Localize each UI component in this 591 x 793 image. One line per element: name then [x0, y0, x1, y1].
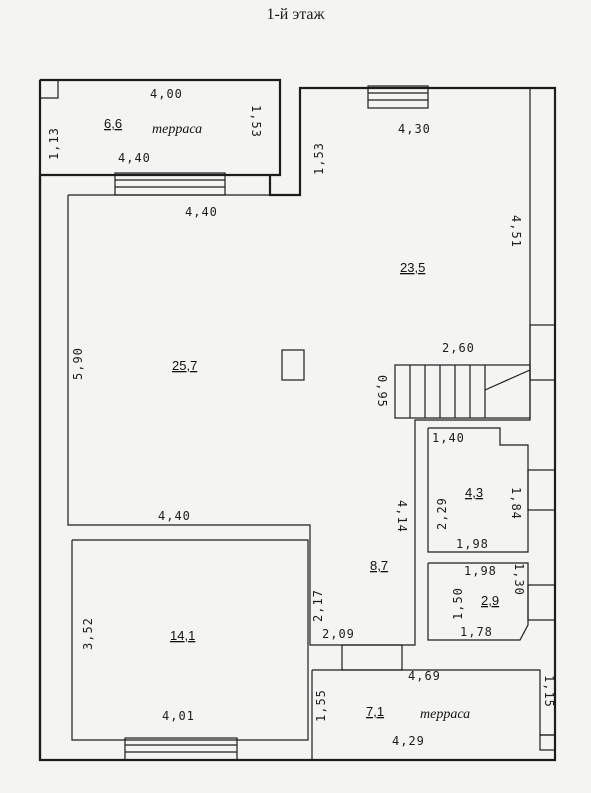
- terrace-label-top: терраса: [152, 122, 202, 137]
- dim: 2,60: [442, 341, 475, 355]
- dim: 1,55: [314, 689, 328, 722]
- dimension-labels: 4,00 1,13 1,53 4,40 4,40 1,53 4,30 4,51 …: [47, 87, 556, 748]
- dim: 4,00: [150, 87, 183, 101]
- dim: 1,98: [464, 564, 497, 578]
- area-room: 4,3: [465, 485, 483, 500]
- terrace-label-bottom: терраса: [420, 707, 470, 722]
- dim: 1,53: [249, 105, 263, 138]
- dim: 2,09: [322, 627, 355, 641]
- floor-title: 1-й этаж: [266, 6, 325, 23]
- dim: 1,13: [47, 127, 61, 160]
- area-room: 23,5: [400, 260, 425, 275]
- dim: 1,98: [456, 537, 489, 551]
- dim: 1,15: [542, 675, 556, 708]
- dim: 4,01: [162, 709, 195, 723]
- area-terrace-top: 6,6: [104, 116, 122, 131]
- area-room: 14,1: [170, 628, 195, 643]
- area-room: 2,9: [481, 593, 499, 608]
- dim: 1,50: [451, 587, 465, 620]
- room-areas: 6,6 23,5 25,7 4,3 8,7 2,9 14,1 7,1 терра…: [104, 116, 499, 722]
- dim: 4,69: [408, 669, 441, 683]
- dim: 3,52: [81, 617, 95, 650]
- dim: 2,17: [311, 589, 325, 622]
- dim: 4,40: [158, 509, 191, 523]
- dim: 1,40: [432, 431, 465, 445]
- dim: 0,95: [375, 375, 389, 408]
- dim: 4,51: [509, 215, 523, 248]
- area-room: 25,7: [172, 358, 197, 373]
- area-room: 8,7: [370, 558, 388, 573]
- dim: 1,84: [509, 487, 523, 520]
- dim: 4,14: [395, 500, 409, 533]
- windows: [114, 85, 556, 761]
- dim: 4,40: [185, 205, 218, 219]
- dim: 5,90: [71, 347, 85, 380]
- staircase: [281, 349, 531, 419]
- dim: 2,29: [435, 497, 449, 530]
- dim: 1,30: [512, 563, 526, 596]
- dim: 1,53: [312, 142, 326, 175]
- dim: 4,40: [118, 151, 151, 165]
- dim: 4,29: [392, 734, 425, 748]
- dim: 1,78: [460, 625, 493, 639]
- inner-walls: [39, 79, 556, 760]
- dim: 4,30: [398, 122, 431, 136]
- area-terrace-bottom: 7,1: [366, 704, 384, 719]
